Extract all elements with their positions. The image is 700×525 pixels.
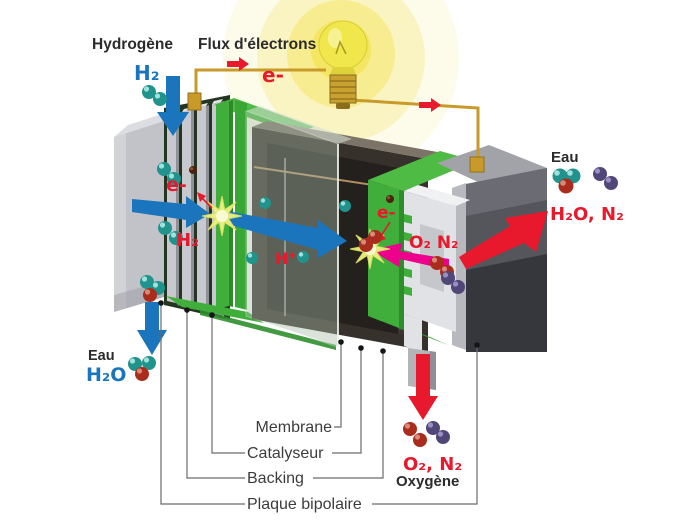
proton-formula: H⁺ bbox=[275, 249, 297, 268]
o2-n2-out-formula: O₂, N₂ bbox=[403, 454, 462, 475]
o2-n2-out-arrow bbox=[408, 354, 438, 420]
anode-bipolar-plate bbox=[114, 121, 164, 312]
o2-n2-inlet-formula: O₂ N₂ bbox=[409, 233, 459, 253]
h2o-left-formula: H₂O bbox=[86, 364, 126, 386]
proton-flow-arrow bbox=[227, 211, 347, 258]
electron-dot-highlight bbox=[387, 196, 391, 200]
wire-post-anode bbox=[187, 92, 202, 111]
membrane-label: Membrane bbox=[256, 419, 333, 436]
o2-inlet-arrow bbox=[371, 243, 449, 270]
water-out-left-arrow bbox=[137, 302, 167, 355]
water-molecule-anode bbox=[140, 275, 165, 302]
electron-dot-cathode bbox=[386, 195, 394, 203]
hydrogen-label: Hydrogène bbox=[92, 36, 173, 53]
electron-arrow-left bbox=[227, 57, 249, 71]
cathode-bipolar-plate bbox=[437, 145, 547, 352]
cathode-assembly bbox=[368, 145, 547, 390]
anode-electron-pointer bbox=[197, 192, 213, 209]
o2-n2-molecules-bottom-out bbox=[403, 421, 450, 447]
layer-callout-lines bbox=[160, 303, 478, 505]
h2-flow-arrow bbox=[132, 196, 210, 228]
electron-dot-highlight bbox=[190, 167, 194, 171]
water-left-label: Eau bbox=[88, 348, 115, 364]
backing-label: Backing bbox=[247, 470, 304, 487]
wire-post-cathode bbox=[469, 156, 485, 173]
membrane-pointer-line bbox=[334, 343, 342, 428]
electron-symbol-wire: e- bbox=[262, 63, 284, 87]
backing-pointer-line bbox=[186, 310, 245, 479]
anode-bipolar-plate-edge bbox=[114, 133, 126, 312]
electron-arrow-right bbox=[419, 98, 441, 112]
o2-n2-molecules-cathode-in bbox=[359, 230, 465, 294]
electron-symbol-cathode: e- bbox=[377, 203, 396, 223]
bipolar-plate-label: Plaque bipolaire bbox=[247, 496, 362, 513]
electron-flow-label: Flux d'électrons bbox=[198, 36, 316, 53]
h2-inlet-formula: H₂ bbox=[134, 61, 160, 85]
backing-pointer-line-right bbox=[313, 352, 384, 479]
wire-right bbox=[351, 98, 480, 160]
bipolar-plate-pointer-line-right bbox=[372, 346, 478, 505]
layer-callout-dots bbox=[158, 300, 480, 354]
light-bulb-icon bbox=[318, 20, 368, 109]
h2o-n2-out-arrow bbox=[459, 211, 548, 269]
h2o-n2-out-formula: H₂O, N₂ bbox=[550, 204, 624, 225]
water-molecule-left-out bbox=[128, 356, 156, 381]
water-right-label: Eau bbox=[551, 149, 579, 166]
anode-reaction-spark bbox=[201, 195, 243, 237]
circuit-wires bbox=[187, 68, 485, 173]
catalyst-pointer-line-right bbox=[332, 349, 362, 454]
electron-symbol-anode: e- bbox=[166, 174, 187, 196]
h2-molecules bbox=[142, 85, 351, 264]
h2-inlet-arrow bbox=[157, 76, 189, 136]
bipolar-plate-pointer-line bbox=[160, 303, 245, 505]
oxygen-label: Oxygène bbox=[396, 473, 459, 490]
electron-dot-anode bbox=[189, 166, 197, 174]
catalyst-label: Catalyseur bbox=[247, 445, 324, 462]
water-molecule-right-out bbox=[552, 168, 581, 194]
cathode-channel-frame bbox=[404, 185, 470, 352]
catalyst-pointer-line bbox=[211, 315, 245, 454]
h2-anode-formula: H₂ bbox=[176, 230, 199, 251]
n2-molecule-right-out bbox=[593, 167, 618, 190]
